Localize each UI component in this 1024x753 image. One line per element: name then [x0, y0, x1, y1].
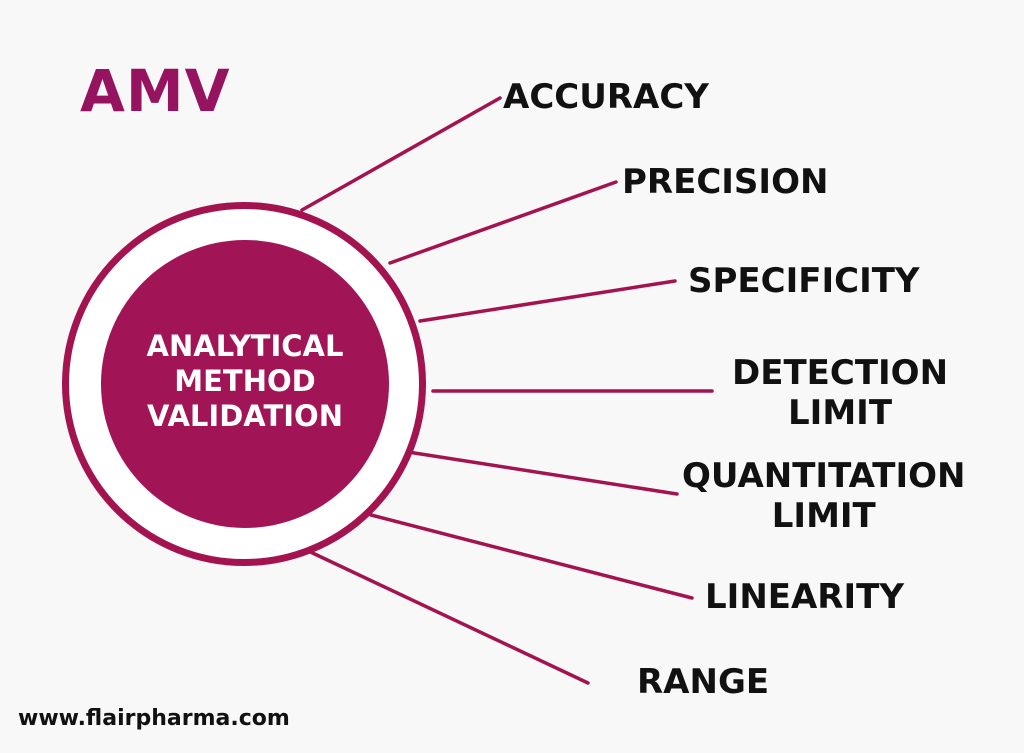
- website-footer: www.flairpharma.com: [18, 706, 290, 731]
- connector-quantitation-limit: [406, 450, 679, 496]
- label-specificity: SPECIFICITY: [688, 261, 920, 301]
- label-range: RANGE: [637, 662, 770, 702]
- center-circle: ANALYTICAL METHOD VALIDATION: [101, 240, 389, 528]
- connector-accuracy: [300, 96, 502, 212]
- connector-linearity: [369, 513, 694, 600]
- connector-range: [300, 546, 590, 685]
- label-accuracy: ACCURACY: [503, 77, 709, 117]
- connector-specificity: [418, 279, 677, 323]
- label-precision: PRECISION: [622, 162, 829, 202]
- label-detection-limit: DETECTION LIMIT: [732, 353, 949, 433]
- center-label: ANALYTICAL METHOD VALIDATION: [146, 328, 344, 433]
- label-linearity: LINEARITY: [705, 577, 904, 617]
- label-quantitation-limit: QUANTITATION LIMIT: [682, 456, 966, 536]
- diagram-title: AMV: [80, 57, 231, 125]
- connector-precision: [388, 180, 618, 265]
